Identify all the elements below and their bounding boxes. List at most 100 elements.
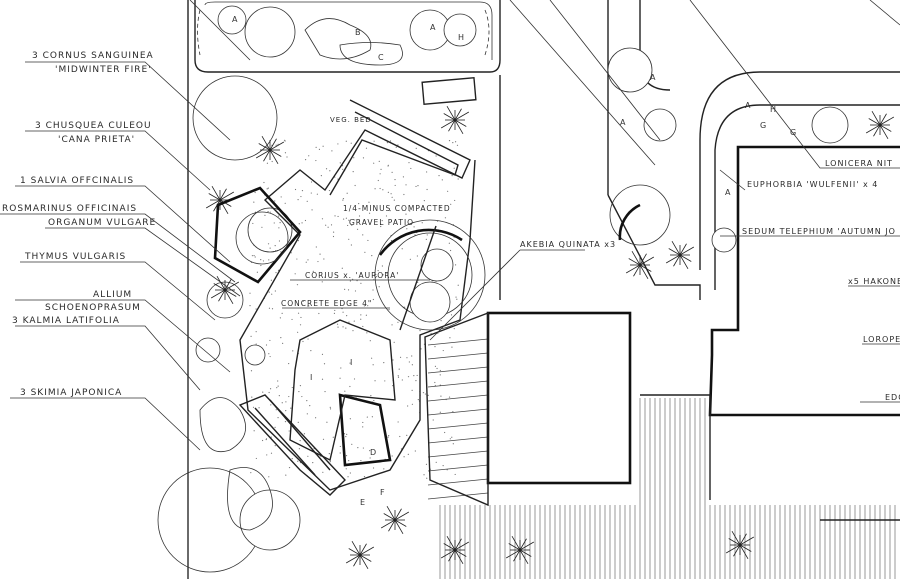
gravel-dot <box>267 210 269 213</box>
shrub-branch <box>263 149 271 162</box>
gravel-dot <box>307 259 309 261</box>
label-salvia: 1 SALVIA OFFCINALIS <box>20 176 134 186</box>
gravel-dot <box>410 167 412 170</box>
gravel-dot <box>378 160 380 163</box>
gravel-dot <box>417 185 419 187</box>
gravel-dot <box>264 214 266 217</box>
gravel-dot <box>267 187 269 189</box>
shrub-branch <box>879 113 887 126</box>
deck-hatching <box>427 338 896 579</box>
gravel-dot <box>358 220 360 222</box>
gravel-dot <box>347 289 350 291</box>
gravel-dot <box>415 185 417 188</box>
gravel-dot <box>279 317 281 319</box>
shrub-branch <box>879 116 895 126</box>
gravel-dot <box>376 275 378 278</box>
gravel-dot <box>454 141 457 143</box>
shrub-branch <box>219 188 227 201</box>
gravel-dot <box>274 426 276 428</box>
gravel-dot <box>381 265 384 267</box>
gravel-dot <box>435 155 437 157</box>
gravel-dot <box>255 308 257 310</box>
shrub-branch <box>879 124 889 140</box>
label-hakone: x5 HAKONE <box>848 277 900 286</box>
shrub-branch <box>454 538 462 551</box>
label-lonicera: LONICERA NIT <box>825 159 893 168</box>
shrub-branch <box>519 549 532 557</box>
gravel-dot <box>371 255 373 257</box>
gravel-dot <box>454 264 457 266</box>
gravel-dot <box>415 147 417 149</box>
gravel-dot <box>415 380 417 382</box>
gravel-dot <box>297 460 299 462</box>
gravel-dot <box>297 312 300 314</box>
gravel-dot <box>426 188 428 191</box>
gravel-dot <box>285 474 287 476</box>
gravel-dot <box>286 156 288 158</box>
deck-board <box>427 478 489 486</box>
shrub-branch <box>348 548 361 556</box>
plant-key-letter: A <box>620 118 626 127</box>
gravel-dot <box>448 140 451 142</box>
gravel-dot <box>329 406 331 409</box>
gravel-dot <box>351 443 353 445</box>
gravel-dot <box>274 445 276 447</box>
gravel-dot <box>345 217 347 219</box>
shrub-branch <box>673 254 681 267</box>
gravel-dot <box>256 271 258 273</box>
gravel-dot <box>422 392 425 394</box>
gravel-dot <box>345 468 347 470</box>
deck-board <box>427 394 489 402</box>
gravel-dot <box>330 224 333 226</box>
gravel-dot <box>268 291 270 293</box>
gravel-dot <box>280 251 282 253</box>
gravel-dot <box>398 368 400 370</box>
gravel-dot <box>397 376 400 378</box>
gravel-dot <box>268 353 270 355</box>
gravel-dot <box>392 359 394 361</box>
label-patio-2: GRAVEL PATIO <box>349 218 414 227</box>
shrub-branch <box>258 143 271 151</box>
gravel-dot <box>449 249 452 252</box>
gravel-dot <box>297 421 299 423</box>
gravel-dot <box>315 159 317 162</box>
gravel-dot <box>387 191 389 194</box>
gravel-dot <box>337 326 339 328</box>
gravel-dot <box>362 325 364 328</box>
gravel-dot <box>423 200 425 202</box>
shrub-branch <box>224 289 237 297</box>
gravel-dot <box>365 147 368 149</box>
gravel-dot <box>432 419 434 421</box>
gravel-dot <box>307 338 309 340</box>
gravel-dot <box>391 324 393 326</box>
gravel-dot <box>399 356 402 358</box>
gravel-dot <box>379 173 381 175</box>
gravel-dot <box>331 150 333 152</box>
shrub-branch <box>739 533 747 546</box>
shrub-branch <box>731 530 741 546</box>
gravel-dot <box>311 209 313 211</box>
gravel-dot <box>377 270 379 272</box>
gravel-dot <box>271 308 274 310</box>
gravel-dot <box>414 234 416 236</box>
gravel-dot <box>399 435 401 438</box>
gravel-dot <box>353 157 355 159</box>
gravel-dot <box>317 260 319 263</box>
gravel-dot <box>379 187 381 190</box>
gravel-dot <box>321 353 324 355</box>
gravel-dot <box>310 181 313 183</box>
label-edge: EDG <box>885 393 900 402</box>
gravel-dot <box>380 168 382 170</box>
gravel-dot <box>254 256 256 258</box>
gravel-dot <box>405 184 407 186</box>
shrub-branch <box>739 536 755 546</box>
gravel-dot <box>250 472 252 474</box>
gravel-dot <box>253 254 255 257</box>
gravel-dot <box>369 450 371 452</box>
gravel-dot <box>344 288 346 290</box>
gravel-dot <box>388 309 390 311</box>
label-chusquea-cultivar: 'CANA PRIETA' <box>58 135 135 145</box>
gravel-dot <box>450 314 453 316</box>
gravel-dot <box>420 348 422 350</box>
gravel-dot <box>340 367 342 369</box>
